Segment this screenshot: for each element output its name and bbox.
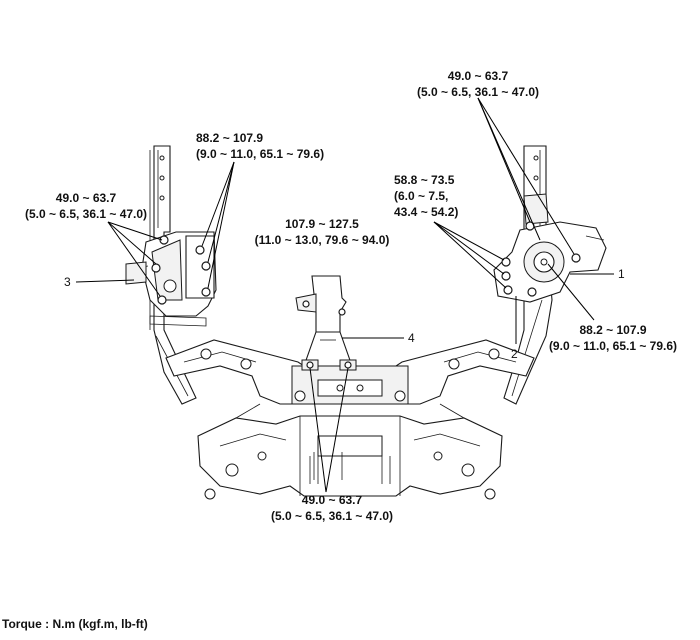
torque-conversion: 43.4 ~ 54.2) <box>394 205 459 219</box>
left-engine-mount <box>125 231 217 327</box>
torque-conversion: (11.0 ~ 13.0, 79.6 ~ 94.0) <box>254 233 390 247</box>
callout-1: 1 <box>618 267 625 281</box>
subframe <box>165 339 535 500</box>
torque-label-right-mid: 58.8 ~ 73.5 (6.0 ~ 7.5, 43.4 ~ 54.2) <box>394 172 458 220</box>
roll-stopper <box>295 275 357 371</box>
torque-label-bottom: 49.0 ~ 63.7 (5.0 ~ 6.5, 36.1 ~ 47.0) <box>250 492 414 524</box>
torque-value: 107.9 ~ 127.5 <box>285 217 359 231</box>
leader-lines <box>75 97 614 493</box>
torque-value: 49.0 ~ 63.7 <box>447 69 509 83</box>
torque-label-left-upper: 88.2 ~ 107.9 (9.0 ~ 11.0, 65.1 ~ 79.6) <box>196 130 324 162</box>
callout-3: 3 <box>64 275 71 289</box>
torque-value: 58.8 ~ 73.5 <box>394 173 455 187</box>
torque-conversion: (9.0 ~ 11.0, 65.1 ~ 79.6) <box>548 339 678 353</box>
torque-value: 88.2 ~ 107.9 <box>579 323 647 337</box>
torque-label-center-mount: 107.9 ~ 127.5 (11.0 ~ 13.0, 79.6 ~ 94.0) <box>240 216 404 248</box>
torque-value: 88.2 ~ 107.9 <box>196 131 264 145</box>
torque-label-right-lower: 88.2 ~ 107.9 (9.0 ~ 11.0, 65.1 ~ 79.6) <box>530 322 696 354</box>
torque-conversion: (5.0 ~ 6.5, 36.1 ~ 47.0) <box>270 509 394 523</box>
torque-conversion: (5.0 ~ 6.5, 36.1 ~ 47.0) <box>24 207 148 221</box>
right-engine-mount <box>493 193 607 303</box>
torque-conversion: (9.0 ~ 11.0, 65.1 ~ 79.6) <box>196 147 325 161</box>
callout-4: 4 <box>408 331 415 345</box>
callout-2: 2 <box>511 347 518 361</box>
subframe-bolts <box>313 452 343 480</box>
torque-conversion: (5.0 ~ 6.5, 36.1 ~ 47.0) <box>416 85 540 99</box>
torque-label-left-mount: 49.0 ~ 63.7 (5.0 ~ 6.5, 36.1 ~ 47.0) <box>6 190 166 222</box>
torque-value: 49.0 ~ 63.7 <box>301 493 363 507</box>
torque-units-note: Torque : N.m (kgf.m, lb-ft) <box>2 617 148 631</box>
torque-label-right-top: 49.0 ~ 63.7 (5.0 ~ 6.5, 36.1 ~ 47.0) <box>396 68 560 100</box>
torque-value: 49.0 ~ 63.7 <box>55 191 117 205</box>
torque-conversion: (6.0 ~ 7.5, <box>394 189 449 203</box>
